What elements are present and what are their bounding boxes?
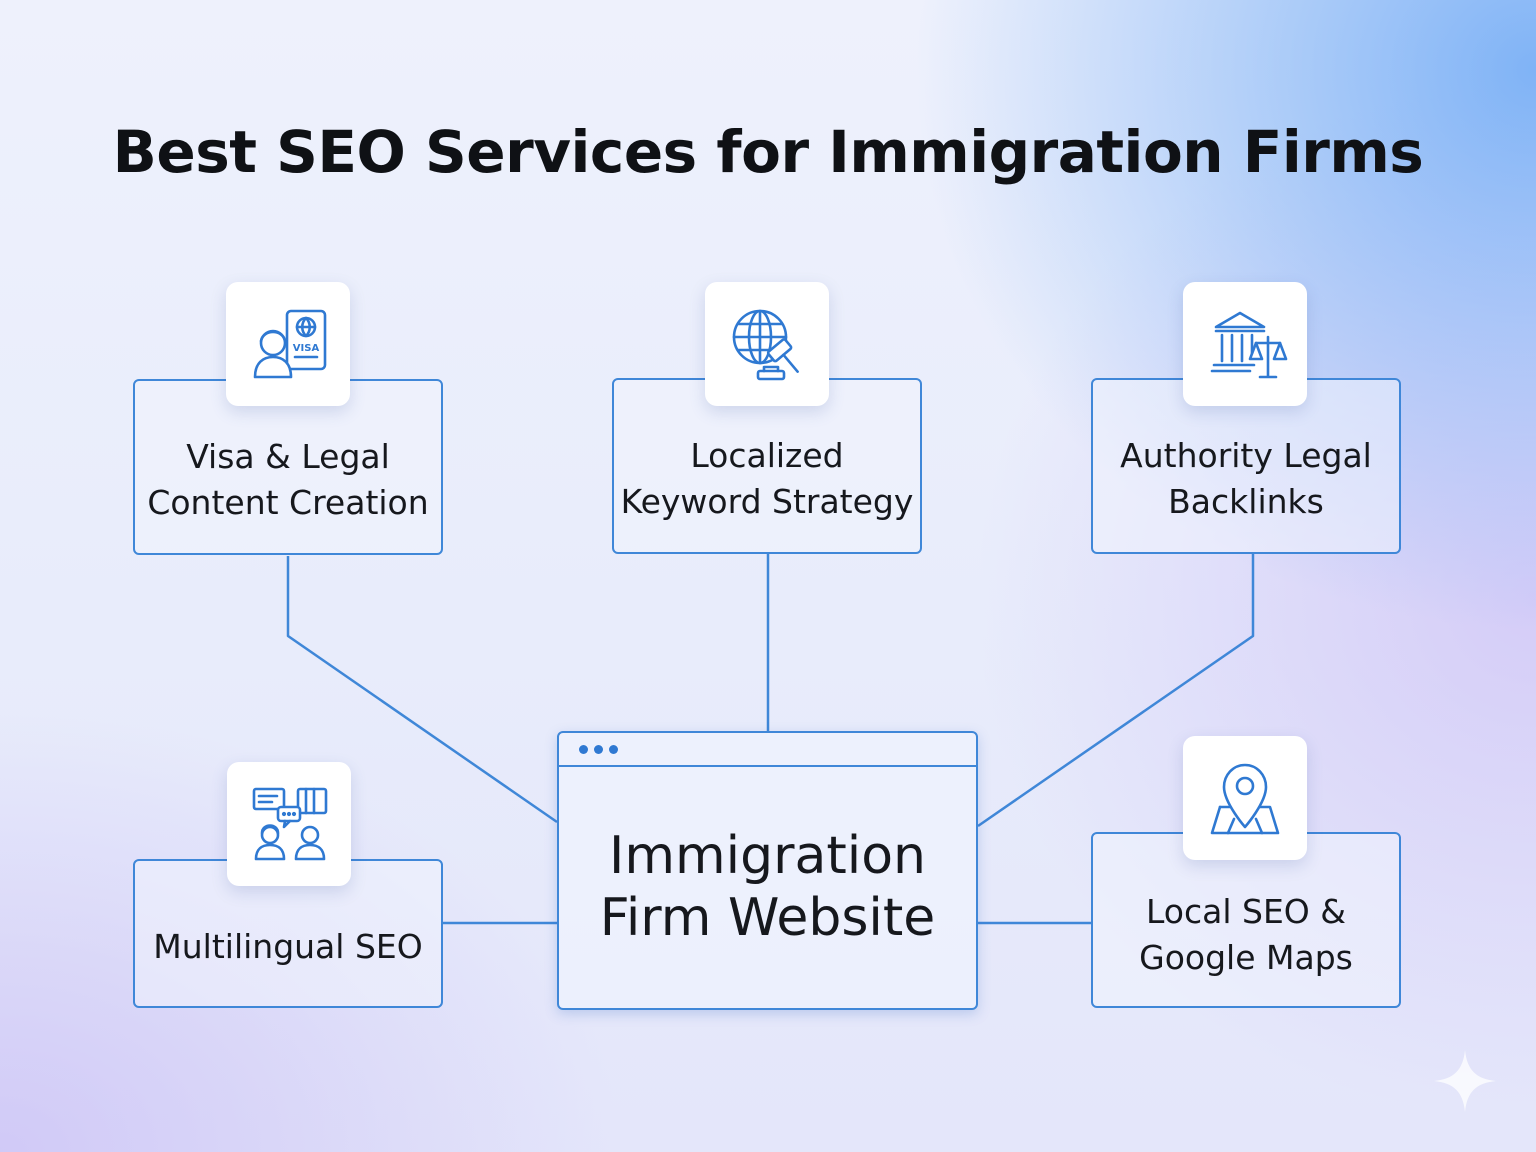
service-label: Authority Legal Backlinks xyxy=(1120,436,1372,521)
service-card-backlinks: Authority Legal Backlinks xyxy=(1091,378,1401,554)
globe-gavel-icon xyxy=(705,282,829,406)
connector-visa xyxy=(286,556,558,824)
sparkle-icon xyxy=(1434,1050,1496,1112)
service-label: Localized Keyword Strategy xyxy=(620,436,914,521)
people-chat-icon xyxy=(227,762,351,886)
browser-titlebar xyxy=(559,733,976,767)
service-label: Local SEO & Google Maps xyxy=(1139,892,1353,977)
website-hub: Immigration Firm Website xyxy=(557,731,978,1010)
service-card-local: Local SEO & Google Maps xyxy=(1091,832,1401,1008)
hub-label: Immigration Firm Website xyxy=(599,826,936,948)
svg-text:VISA: VISA xyxy=(293,343,320,354)
connector-backlinks xyxy=(977,554,1255,828)
visa-person-icon: VISA xyxy=(226,282,350,406)
service-card-keyword: Localized Keyword Strategy xyxy=(612,378,922,554)
service-label: Multilingual SEO xyxy=(153,926,423,966)
browser-dot-icon xyxy=(594,744,603,754)
map-pin-icon xyxy=(1183,736,1307,860)
service-label: Visa & Legal Content Creation xyxy=(147,437,429,522)
service-card-multilingual: Multilingual SEO xyxy=(133,859,443,1008)
browser-dot-icon xyxy=(579,744,588,754)
browser-dot-icon xyxy=(609,744,618,754)
courthouse-scales-icon xyxy=(1183,282,1307,406)
page-title: Best SEO Services for Immigration Firms xyxy=(112,118,1424,186)
